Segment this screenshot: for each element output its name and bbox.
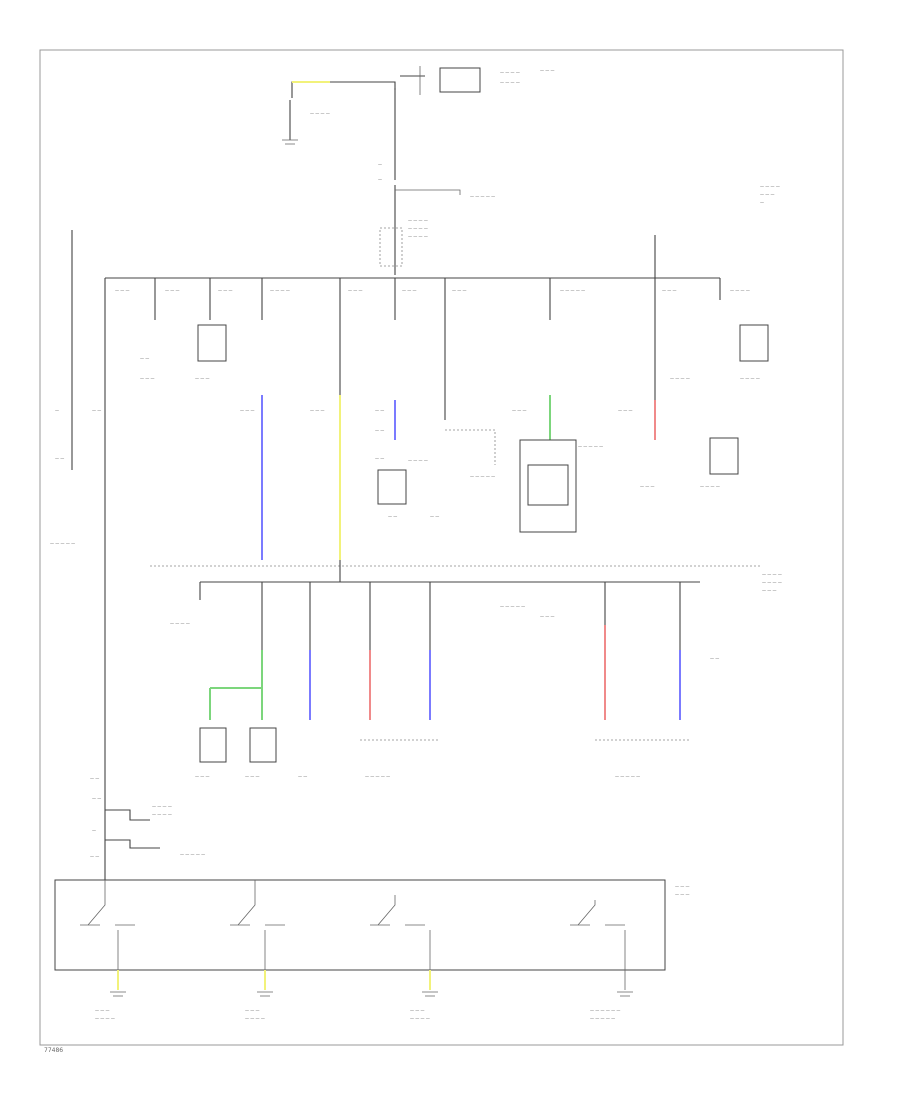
svg-text:— — — —: — — — — — [95, 1016, 115, 1021]
svg-text:— — — —: — — — — — [270, 288, 290, 293]
svg-text:— — —: — — — — [140, 376, 155, 381]
svg-text:— — — —: — — — — — [310, 111, 330, 116]
svg-text:— —: — — — [55, 456, 64, 461]
svg-text:— — —: — — — — [675, 892, 690, 897]
svg-text:— — —: — — — — [165, 288, 180, 293]
svg-text:— — —: — — — — [410, 1008, 425, 1013]
svg-text:— — — —: — — — — — [500, 80, 520, 85]
svg-text:— — — — —: — — — — — — [180, 852, 205, 857]
svg-text:— — — — —: — — — — — — [365, 774, 390, 779]
svg-text:—: — — [760, 200, 764, 205]
svg-text:— —: — — — [388, 514, 397, 519]
svg-text:— —: — — — [375, 408, 384, 413]
svg-text:— — — — —: — — — — — — [615, 774, 640, 779]
secondary-bus: — — — — — — — — — — — — — — — — — — — — … — [150, 560, 782, 720]
svg-text:— — — —: — — — — — [760, 184, 780, 189]
svg-text:— — —: — — — — [245, 1008, 260, 1013]
svg-text:— — —: — — — — [540, 614, 555, 619]
svg-text:— — —: — — — — [195, 376, 210, 381]
svg-text:—: — — [378, 162, 382, 167]
svg-text:— — —: — — — — [452, 288, 467, 293]
svg-text:— — —: — — — — [402, 288, 417, 293]
svg-text:— — — —: — — — — — [408, 234, 428, 239]
upper-wire-colors — [261, 395, 656, 560]
svg-text:— —: — — — [298, 774, 307, 779]
svg-text:— — — — —: — — — — — — [590, 1016, 615, 1021]
ignition-section-4 — [570, 900, 633, 997]
svg-text:— — —: — — — — [640, 484, 655, 489]
svg-text:— — — —: — — — — — [762, 572, 782, 577]
svg-text:— — —: — — — — [760, 192, 775, 197]
svg-text:— — — —: — — — — — [740, 376, 760, 381]
ignition-switch: — — — — — — — — — — [54, 879, 690, 1021]
svg-text:— — —: — — — — [240, 408, 255, 413]
svg-text:— — — — —: — — — — — — [470, 474, 495, 479]
svg-text:— — — — — —: — — — — — — — [590, 1008, 620, 1013]
svg-text:— — —: — — — — [618, 408, 633, 413]
svg-text:— — — — —: — — — — — — [500, 604, 525, 609]
svg-text:— — —: — — — — [512, 408, 527, 413]
svg-text:— — —: — — — — [675, 884, 690, 889]
svg-text:— — —: — — — — [115, 288, 130, 293]
svg-text:— —: — — — [375, 428, 384, 433]
svg-text:— — —: — — — — [218, 288, 233, 293]
svg-text:— — — — —: — — — — — — [578, 444, 603, 449]
upper-components: — — — — — — — — — — — — — — — — — — — — … — [50, 408, 739, 546]
ignition-section-2 — [230, 880, 285, 997]
svg-text:— —: — — — [90, 854, 99, 859]
svg-text:— —: — — — [430, 514, 439, 519]
ignition-section-1 — [80, 880, 135, 997]
svg-text:—: — — [92, 828, 96, 833]
svg-text:— — — —: — — — — — [152, 804, 172, 809]
svg-text:— — — —: — — — — — [730, 288, 750, 293]
svg-text:— — — —: — — — — — [408, 218, 428, 223]
svg-text:— — — —: — — — — — [245, 1016, 265, 1021]
alternator-branch: — — — — — — — — — — — — — — — — — — — — — [90, 470, 205, 880]
svg-text:— — —: — — — — [762, 588, 777, 593]
svg-text:— — —: — — — — [95, 1008, 110, 1013]
svg-text:— — — —: — — — — — [700, 484, 720, 489]
svg-text:— —: — — — [140, 356, 149, 361]
svg-text:— — —: — — — — [662, 288, 677, 293]
svg-text:— — — —: — — — — — [670, 376, 690, 381]
svg-text:— — —: — — — — [245, 774, 260, 779]
svg-text:— —: — — — [375, 456, 384, 461]
svg-text:— — — —: — — — — — [152, 812, 172, 817]
svg-text:— — —: — — — — [348, 288, 363, 293]
main-power-bus: — — — — — — — — — — — — — — — — — — — — … — [71, 230, 769, 560]
svg-text:— — — — —: — — — — — — [470, 194, 495, 199]
diagram-border — [39, 49, 844, 1046]
svg-text:— — — —: — — — — — [408, 458, 428, 463]
svg-text:— — — — —: — — — — — — [50, 541, 75, 546]
svg-text:— — —: — — — — [540, 68, 555, 73]
svg-text:— — — —: — — — — — [410, 1016, 430, 1021]
svg-text:— —: — — — [92, 796, 101, 801]
svg-text:— —: — — — [90, 776, 99, 781]
svg-text:— — —: — — — — [310, 408, 325, 413]
lower-wire-colors — [209, 625, 681, 720]
svg-text:— —: — — — [710, 656, 719, 661]
svg-text:— — — —: — — — — — [170, 621, 190, 626]
battery-section: — — — — — — — — — — — — — — — — — — — — … — [282, 66, 780, 275]
svg-text:—: — — [378, 177, 382, 182]
lower-components: — — — — — — — — — — — — — — — — — — — [195, 727, 690, 779]
svg-text:— — — —: — — — — — [408, 226, 428, 231]
svg-text:— — — —: — — — — — [500, 70, 520, 75]
svg-text:—: — — [55, 408, 59, 413]
svg-text:— — — —: — — — — — [762, 580, 782, 585]
svg-text:— — —: — — — — [195, 774, 210, 779]
ignition-section-3 — [370, 895, 438, 997]
diagram-footer-code: 77486 — [44, 1047, 63, 1054]
svg-text:— — — — —: — — — — — — [560, 288, 585, 293]
svg-text:— —: — — — [92, 408, 101, 413]
